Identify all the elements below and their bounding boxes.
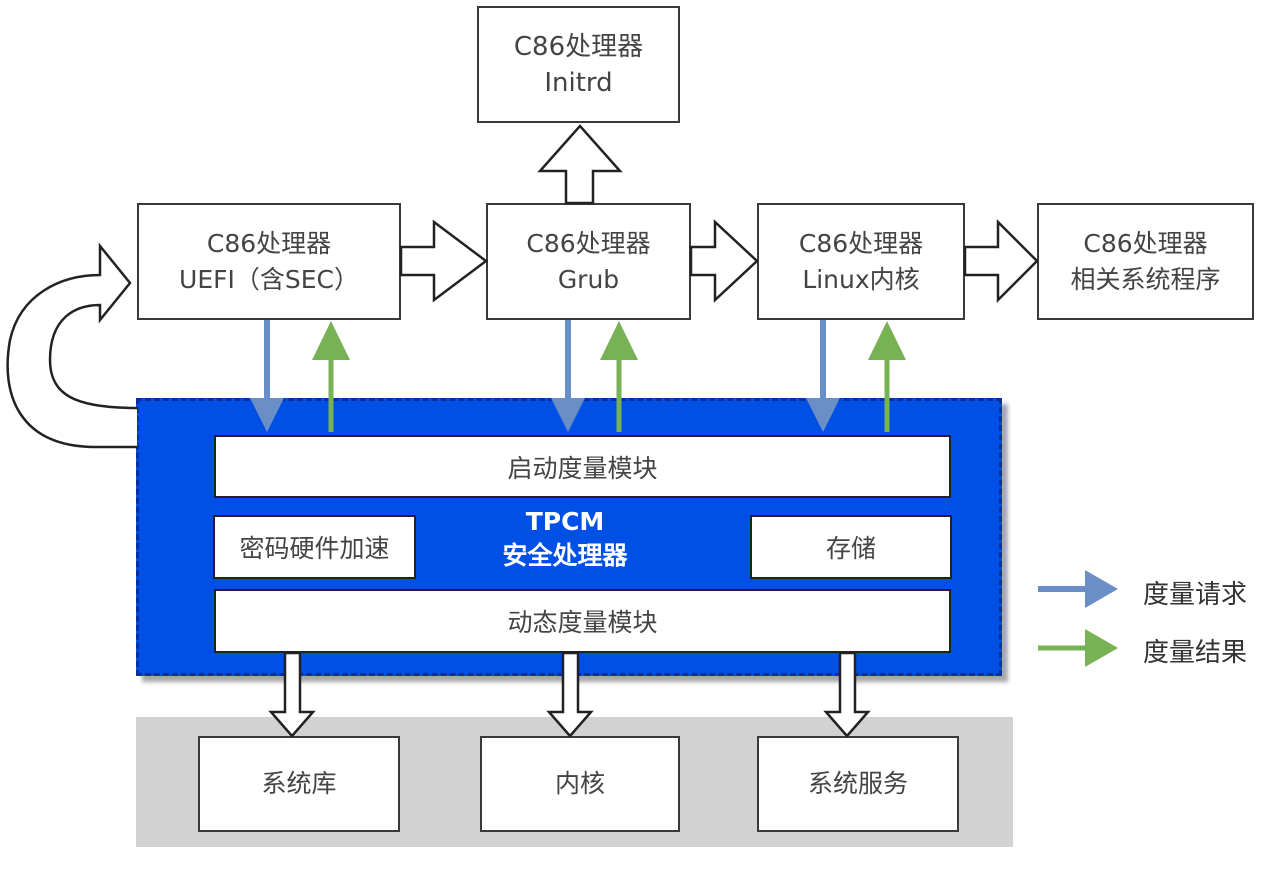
tpcm-title-line2: 安全处理器 [502, 541, 628, 570]
uefi-box: C86处理器 UEFI（含SEC） [137, 203, 401, 320]
system-programs-line1: C86处理器 [1083, 228, 1208, 258]
result-arrow-grub-head [600, 321, 638, 360]
flow-arrow-grub-to-linux [689, 219, 759, 303]
storage-module: 存储 [750, 515, 952, 579]
dynamic-measure-label: 动态度量模块 [507, 608, 658, 637]
request-arrow-linux-head [806, 398, 840, 432]
request-arrow-grub-head [551, 398, 585, 432]
measure-arrow-to-system-service [823, 651, 871, 738]
uefi-line1: C86处理器 [206, 228, 332, 258]
measure-arrow-to-kernel [546, 651, 594, 738]
target-system-lib-box: 系统库 [198, 736, 400, 832]
measure-arrow-to-system-lib [268, 651, 316, 738]
grub-line2: Grub [557, 264, 620, 294]
legend-result-head [1085, 629, 1118, 667]
boot-measure-label: 启动度量模块 [507, 453, 658, 483]
flow-arrow-linux-to-programs [963, 218, 1039, 304]
linux-line2: Linux内核 [802, 264, 920, 294]
grub-box: C86处理器 Grub [486, 203, 691, 320]
result-arrow-linux-head [868, 321, 906, 360]
loop-arrow [6, 242, 138, 449]
initrd-box: C86处理器 Initrd [477, 6, 680, 123]
linux-kernel-box: C86处理器 Linux内核 [757, 203, 965, 320]
initrd-line1: C86处理器 [513, 31, 644, 62]
target-system-service-box: 系统服务 [757, 736, 959, 832]
uefi-line2: UEFI（含SEC） [179, 264, 359, 294]
boot-measure-module: 启动度量模块 [214, 435, 951, 498]
storage-label: 存储 [825, 534, 876, 563]
legend-request-head [1085, 570, 1118, 608]
legend-request-label: 度量请求 [1143, 580, 1248, 610]
target-system-service-label: 系统服务 [807, 769, 908, 798]
request-arrow-uefi-head [250, 398, 284, 432]
legend-result-label: 度量结果 [1143, 638, 1248, 668]
crypto-accel-module: 密码硬件加速 [213, 515, 416, 579]
flow-arrow-uefi-to-grub [399, 219, 489, 303]
tpcm-title: TPCM 安全处理器 [470, 505, 660, 573]
linux-line1: C86处理器 [798, 228, 924, 258]
flow-arrow-grub-to-initrd [537, 124, 623, 205]
system-programs-line2: 相关系统程序 [1070, 264, 1221, 294]
target-kernel-label: 内核 [554, 769, 605, 798]
initrd-line2: Initrd [544, 67, 613, 98]
crypto-accel-label: 密码硬件加速 [239, 534, 390, 563]
dynamic-measure-module: 动态度量模块 [214, 589, 951, 653]
system-programs-box: C86处理器 相关系统程序 [1037, 203, 1254, 320]
grub-line1: C86处理器 [526, 228, 651, 258]
tpcm-title-line1: TPCM [525, 507, 605, 536]
target-kernel-box: 内核 [480, 736, 680, 832]
target-system-lib-label: 系统库 [261, 769, 337, 798]
result-arrow-uefi-head [312, 321, 350, 360]
